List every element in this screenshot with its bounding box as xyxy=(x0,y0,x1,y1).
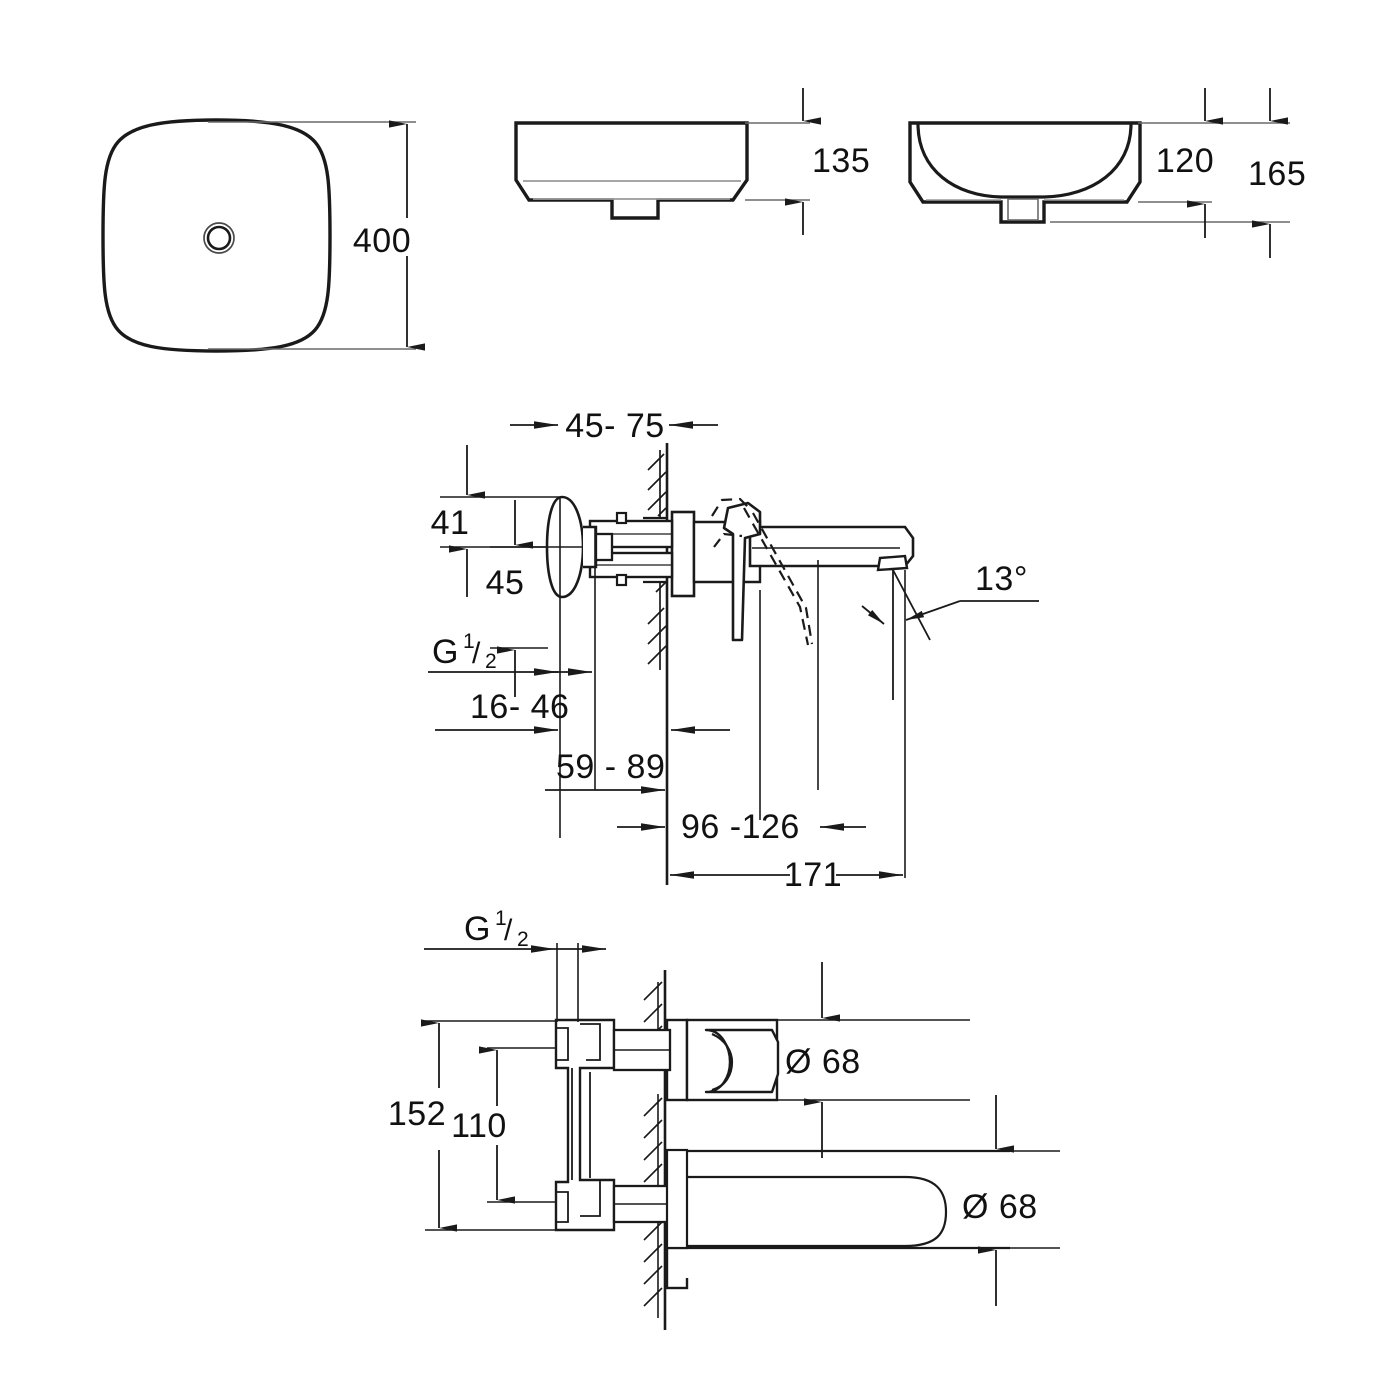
basin-front-bowl-curve xyxy=(916,123,1133,199)
mixer-wall-flange xyxy=(670,510,696,598)
front-lever-handle xyxy=(704,1028,780,1094)
wall-hatch-lower xyxy=(647,581,667,670)
g-half-slash-top: / xyxy=(472,637,481,670)
g-half-den-top: 2 xyxy=(485,650,497,673)
basin-top-outline xyxy=(101,118,332,353)
g-half-letter-bottom: G xyxy=(464,910,491,948)
mixer-spout-arm xyxy=(748,525,915,568)
wall-section-front xyxy=(643,970,667,1330)
drain-hole-icon xyxy=(203,222,235,254)
view-mixer-front: G 1 / 2 152 110 Ø 68 xyxy=(388,907,1060,1330)
dim-label-96-126: 96 -126 xyxy=(681,808,800,846)
dim-label-135: 135 xyxy=(812,142,870,180)
g-half-num-bottom: 1 xyxy=(495,907,507,930)
view-mixer-side: 13° 45- 75 41 45 xyxy=(428,407,1039,894)
mixer-lever-handle-dashed xyxy=(711,497,749,517)
connector-ribs xyxy=(615,511,628,587)
g-half-letter-top: G xyxy=(432,633,459,671)
dim-label-d68-lower: Ø 68 xyxy=(962,1188,1038,1226)
basin-side-outline xyxy=(514,121,749,220)
dim-label-165: 165 xyxy=(1248,155,1306,193)
dim-label-13deg: 13° xyxy=(975,560,1028,598)
dim-label-152: 152 xyxy=(388,1095,446,1133)
dim-label-171: 171 xyxy=(784,856,842,894)
view-basin-side: 135 xyxy=(514,88,870,235)
escutcheon-shoulder xyxy=(583,525,598,569)
view-basin-front: 120 165 xyxy=(908,88,1306,258)
dim-label-110: 110 xyxy=(451,1107,507,1145)
g-half-den-bottom: 2 xyxy=(517,928,529,951)
dim-label-120: 120 xyxy=(1156,142,1214,180)
dim-label-16-46: 16- 46 xyxy=(470,688,569,726)
view-basin-top: 400 xyxy=(101,118,425,353)
angle-13-leaders xyxy=(861,569,1039,700)
dim-label-400: 400 xyxy=(353,222,411,260)
g-half-slash-bottom: / xyxy=(504,914,513,947)
dim-label-41: 41 xyxy=(431,504,470,542)
dim-label-g-half-top: G 1 / 2 xyxy=(432,630,497,673)
mixer-lever-arm-dashed xyxy=(743,507,810,646)
mixer-lever-arm-dashed-2 xyxy=(752,512,814,645)
basin-front-outline xyxy=(908,121,1142,224)
dim-label-45: 45 xyxy=(486,564,525,602)
mixer-lever-pivot-dashed xyxy=(713,532,743,548)
mixer-lever-handle xyxy=(722,501,762,642)
wall-section-side xyxy=(643,443,669,885)
mixer-body-front xyxy=(554,1018,616,1232)
front-spout-wall-collar xyxy=(665,1148,689,1250)
front-spout-inner-tube xyxy=(668,1175,948,1248)
front-spout-outline xyxy=(670,1150,1010,1278)
escutcheon-nipple xyxy=(594,532,614,562)
wall-hatch-upper xyxy=(647,450,667,518)
mixer-body-front-detail xyxy=(556,1023,601,1223)
basin-front-drain-boss xyxy=(1007,198,1039,221)
front-lever-inner-arc xyxy=(711,1032,734,1092)
dim-label-59-89: 59 - 89 xyxy=(556,748,665,786)
dim-label-45-75: 45- 75 xyxy=(565,407,664,445)
g-half-num-top: 1 xyxy=(463,630,475,653)
dim-label-g-half-bottom: G 1 / 2 xyxy=(464,907,529,951)
spout-aerator xyxy=(876,554,909,572)
dim-label-d68-upper: Ø 68 xyxy=(785,1043,861,1081)
